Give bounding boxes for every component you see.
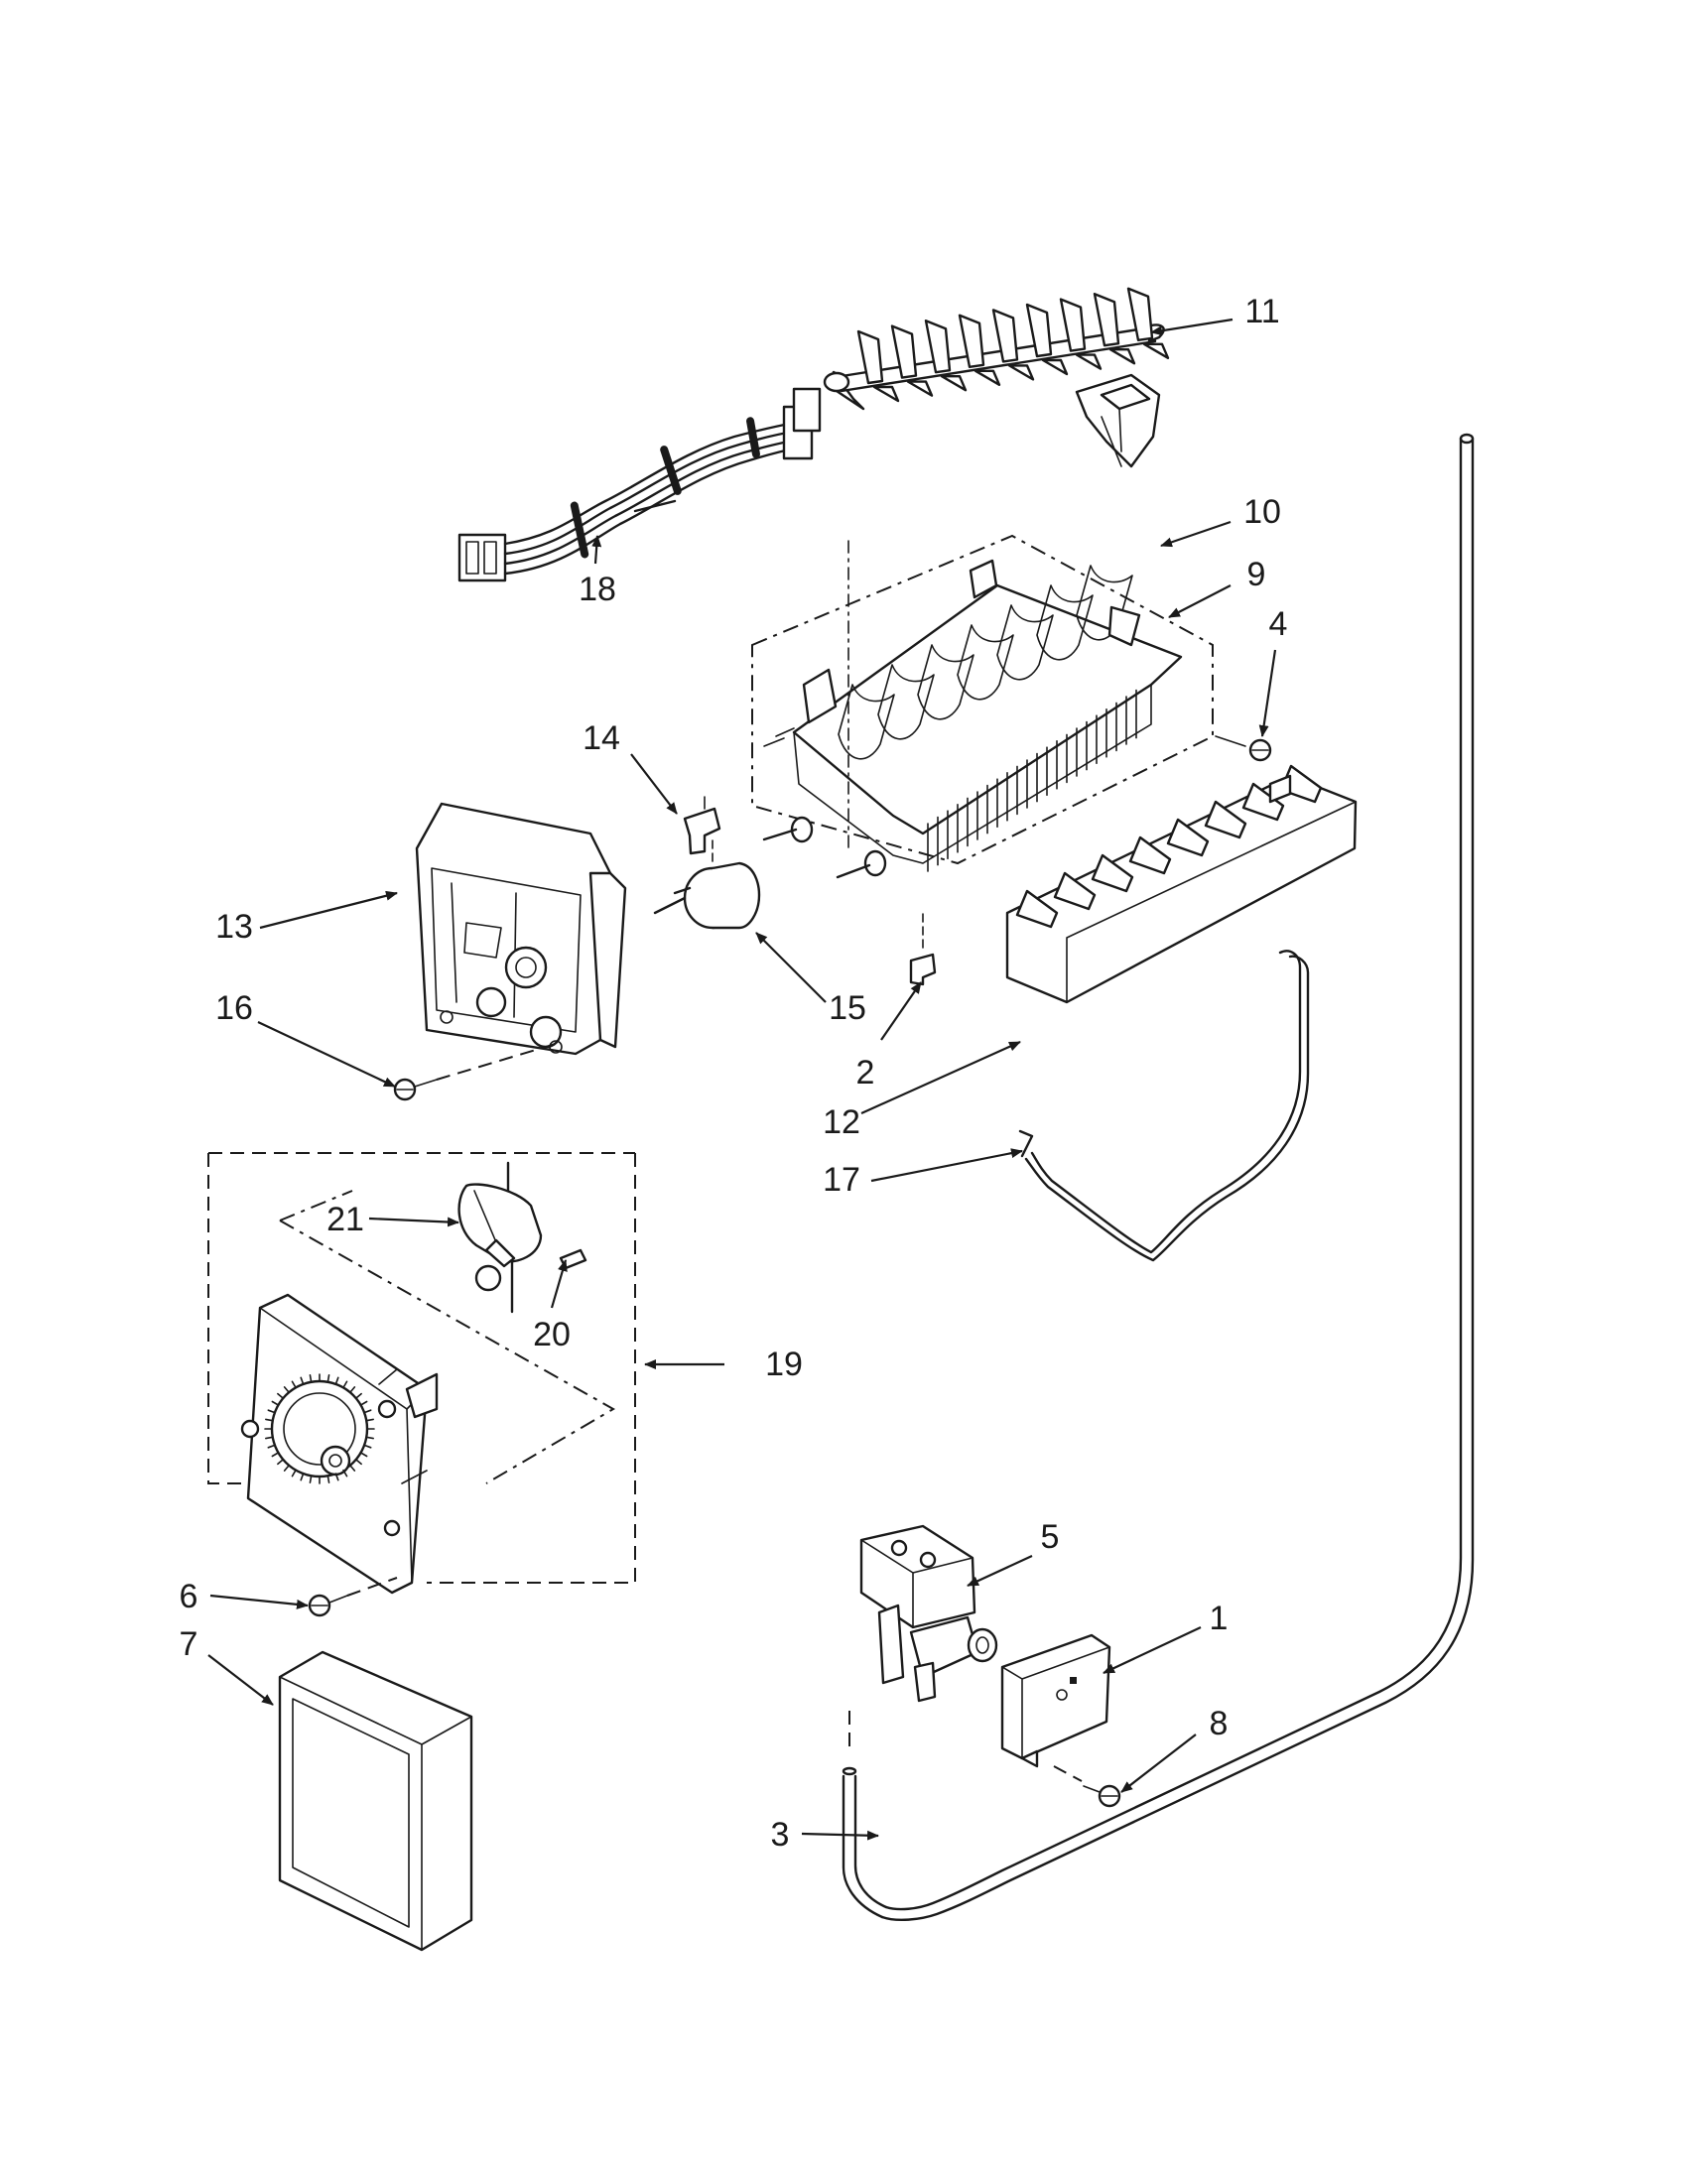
callout-21: 21: [326, 1201, 364, 1238]
wire-harness-part: [457, 387, 822, 582]
callout-1: 1: [1210, 1600, 1229, 1637]
callout-20: 20: [533, 1316, 571, 1353]
callout-11: 11: [1244, 293, 1279, 330]
shutoff-arm-part: [1018, 950, 1310, 1262]
front-cover-part: [278, 1650, 473, 1952]
ice-stripper-part: [1005, 764, 1358, 1004]
callout-10: 10: [1243, 493, 1281, 531]
screw-8-part: [1053, 1765, 1121, 1808]
clip-14-part: [683, 796, 721, 855]
valve-bracket-part: [1000, 1633, 1111, 1768]
water-tube-part: [842, 433, 1475, 1922]
callout-7: 7: [180, 1625, 198, 1663]
water-valve-part: [859, 1524, 998, 1703]
mold-assembly-part: [751, 534, 1214, 879]
leader-lines: [207, 318, 1277, 1841]
callout-8: 8: [1210, 1705, 1229, 1742]
thermostat-15-part: [653, 835, 761, 930]
clip-2-part: [909, 910, 937, 986]
screw-16-part: [393, 1043, 557, 1101]
callout-16: 16: [215, 989, 253, 1027]
fill-cup-part: [1075, 373, 1161, 468]
callout-17: 17: [823, 1161, 860, 1199]
callout-14: 14: [583, 719, 620, 757]
callout-labels: 1 2 3 4 5 6 7 8 9 10 11 12 13 14 15 16 1…: [180, 293, 1288, 1854]
callout-4: 4: [1269, 605, 1288, 643]
callout-13: 13: [215, 908, 253, 946]
control-module-part: [207, 1152, 636, 1595]
callout-2: 2: [856, 1054, 875, 1092]
callout-15: 15: [829, 989, 866, 1027]
callout-12: 12: [823, 1103, 860, 1141]
ejector-part: [823, 287, 1170, 411]
callout-6: 6: [180, 1578, 198, 1615]
screw-6-part: [308, 1577, 398, 1617]
motor-housing-part: [415, 802, 627, 1056]
callout-19: 19: [765, 1346, 803, 1383]
callout-5: 5: [1041, 1518, 1060, 1556]
callout-9: 9: [1247, 556, 1266, 593]
callout-3: 3: [771, 1816, 790, 1854]
screw-4-part: [1215, 735, 1272, 762]
callout-18: 18: [579, 571, 616, 608]
